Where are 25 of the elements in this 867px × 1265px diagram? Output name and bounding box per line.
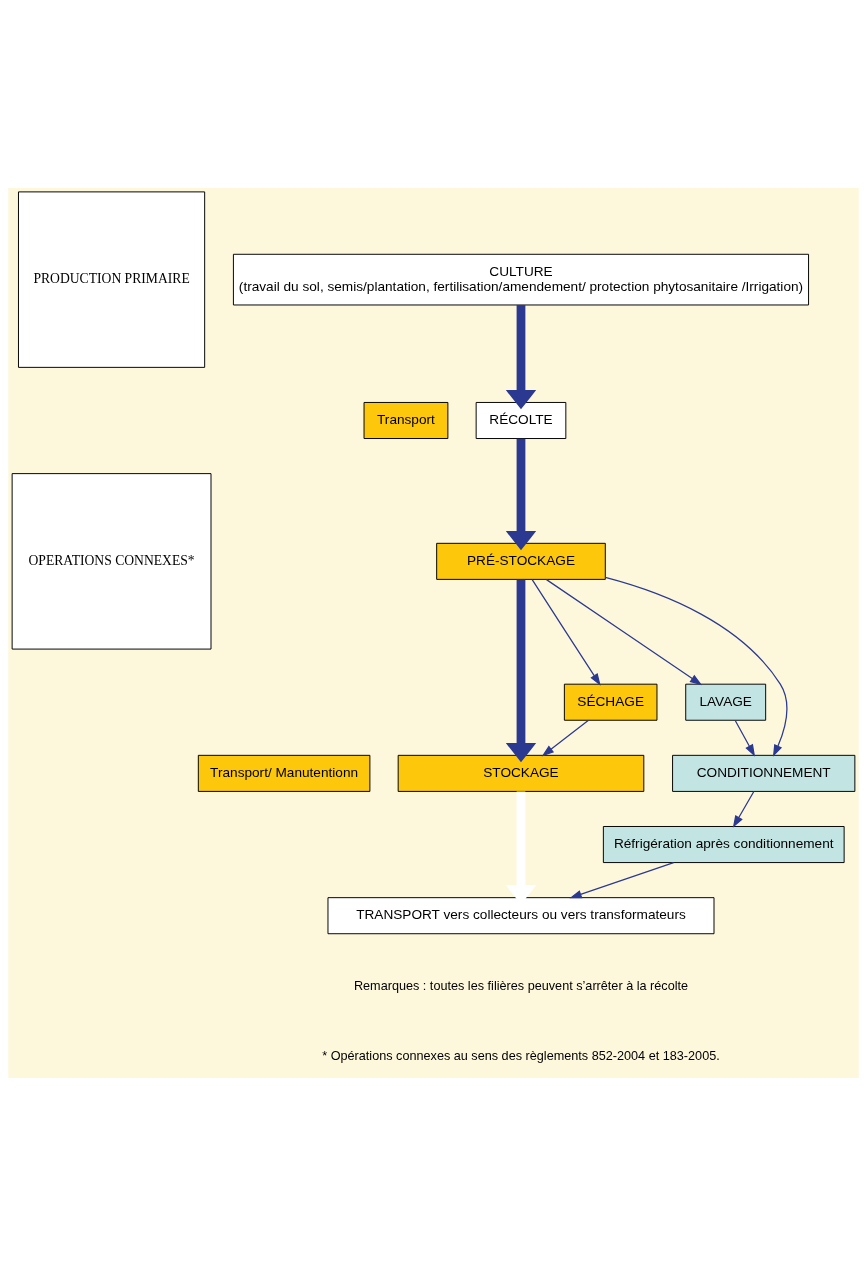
node-box: RÉCOLTE: [475, 401, 567, 439]
node-box: Réfrigération après conditionnement: [602, 825, 845, 863]
arrow: [505, 579, 537, 762]
node-box: Transport: [363, 401, 449, 439]
arrow: [541, 719, 590, 756]
label: * Opérations connexes au sens des règlements 852-2004 et 183-2005.: [322, 1048, 720, 1063]
label: Remarques : toutes les filières peuvent s’arrêter à la récolte: [353, 978, 689, 993]
node-box: CONDITIONNEMENT: [672, 754, 856, 792]
arrow: [604, 576, 788, 757]
arrow: [531, 578, 601, 686]
node-box: LAVAGE: [685, 683, 767, 721]
node-box: Transport/ Manutentionn: [197, 754, 371, 792]
node-box: STOCKAGE: [397, 754, 645, 792]
arrow: [732, 790, 755, 828]
arrow: [734, 719, 756, 757]
node-box: CULTURE (travail du sol, semis/plantation, fertilisation/amendement/ protection phytosanitaire /Irrigation): [232, 253, 810, 305]
arrow: [505, 304, 537, 409]
arrow: [545, 578, 703, 685]
node-box: SÉCHAGE: [563, 683, 658, 721]
node-box: PRÉ-STOCKAGE: [436, 542, 606, 580]
node-box: PRODUCTION PRIMAIRE: [18, 190, 206, 368]
arrow: [569, 861, 675, 898]
node-box: TRANSPORT vers collecteurs ou vers transformateurs: [327, 896, 715, 934]
arrow: [505, 438, 537, 550]
node-box: OPERATIONS CONNEXES*: [11, 472, 212, 650]
